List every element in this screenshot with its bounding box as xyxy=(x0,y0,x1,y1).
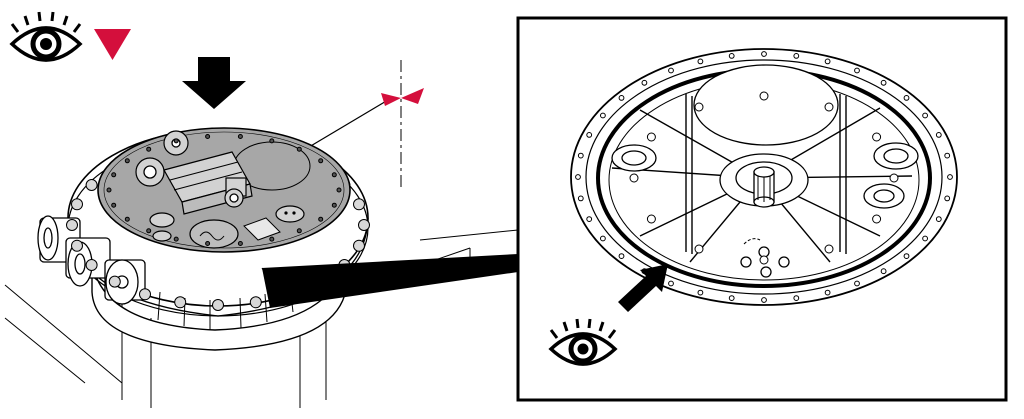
bolt xyxy=(880,268,887,275)
bolt xyxy=(697,58,704,65)
bolt xyxy=(728,295,735,302)
bolt xyxy=(793,295,800,302)
bolt xyxy=(318,216,324,222)
bolt xyxy=(71,198,83,211)
bolt xyxy=(173,138,179,144)
bolt xyxy=(668,67,674,74)
bolt xyxy=(759,91,769,101)
bolt xyxy=(854,280,860,287)
bolt xyxy=(880,79,887,86)
bolt xyxy=(668,280,674,287)
bolt xyxy=(922,235,928,242)
bolt xyxy=(205,241,211,246)
bolt xyxy=(872,132,882,142)
bolt xyxy=(237,241,243,246)
bolt xyxy=(824,244,834,254)
bolt xyxy=(237,134,243,139)
bolt xyxy=(600,235,606,242)
bolt xyxy=(173,236,179,242)
bolt xyxy=(71,239,83,252)
red-triangle-marker-icon xyxy=(94,29,131,60)
bolt xyxy=(336,187,342,193)
bolt xyxy=(85,179,98,191)
bolt xyxy=(903,253,910,260)
cover-underside-detail xyxy=(570,48,958,306)
bolt xyxy=(922,112,928,119)
bolt xyxy=(824,102,834,112)
bolt xyxy=(646,214,656,224)
bolt xyxy=(146,146,152,152)
bolt xyxy=(205,134,211,139)
bolt xyxy=(694,244,704,254)
callout-connector xyxy=(262,254,518,308)
bolt xyxy=(600,112,606,119)
bolt xyxy=(318,158,324,164)
bolt xyxy=(358,219,370,231)
detail-arrow-icon xyxy=(618,264,668,312)
bolt xyxy=(889,173,899,183)
eye-icon xyxy=(9,11,83,62)
bolt xyxy=(935,216,942,223)
bolt xyxy=(761,297,767,303)
bolt xyxy=(124,216,130,222)
cover-bolts xyxy=(106,134,342,246)
bolt xyxy=(296,228,302,234)
bolt xyxy=(174,296,187,309)
pipe-fittings xyxy=(37,215,146,305)
bolt xyxy=(629,173,639,183)
bolt xyxy=(269,236,275,242)
bolt xyxy=(249,296,262,309)
bolt xyxy=(903,95,910,101)
bolt xyxy=(139,288,151,301)
bolt xyxy=(824,289,831,296)
bolt xyxy=(586,216,593,223)
bolt xyxy=(759,255,769,265)
bolt xyxy=(646,132,656,142)
bolt xyxy=(586,132,593,138)
bolt xyxy=(85,259,98,271)
alignment-marker xyxy=(298,60,424,190)
down-arrow-icon xyxy=(182,57,246,109)
bolt xyxy=(111,202,117,208)
bolt xyxy=(761,51,767,57)
bolt xyxy=(108,275,121,288)
bolt xyxy=(854,67,860,74)
bolt xyxy=(331,172,337,178)
bolt xyxy=(111,172,117,178)
bolt xyxy=(353,239,365,252)
bolt xyxy=(824,58,831,65)
bolt xyxy=(575,174,581,180)
bolt xyxy=(944,195,951,202)
bolt xyxy=(353,198,365,211)
bolt xyxy=(618,253,625,260)
bolt xyxy=(66,219,78,231)
bolt xyxy=(577,195,584,202)
bolt xyxy=(331,202,337,208)
gearbox-unit xyxy=(135,151,253,215)
bolt xyxy=(124,158,130,164)
bolt xyxy=(577,152,584,159)
bolt xyxy=(618,95,625,101)
bolt xyxy=(212,299,224,311)
bolt xyxy=(106,187,112,193)
bolt xyxy=(793,53,800,59)
bolt xyxy=(296,146,302,152)
bolt xyxy=(641,79,648,86)
bolt xyxy=(872,214,882,224)
bolt xyxy=(269,138,275,144)
bolt xyxy=(935,132,942,138)
bolt xyxy=(728,53,735,59)
bolt xyxy=(694,102,704,112)
eye-icon xyxy=(548,318,618,366)
bolt xyxy=(947,174,953,180)
bolt xyxy=(146,228,152,234)
bolt xyxy=(944,152,951,159)
bolt xyxy=(697,289,704,296)
